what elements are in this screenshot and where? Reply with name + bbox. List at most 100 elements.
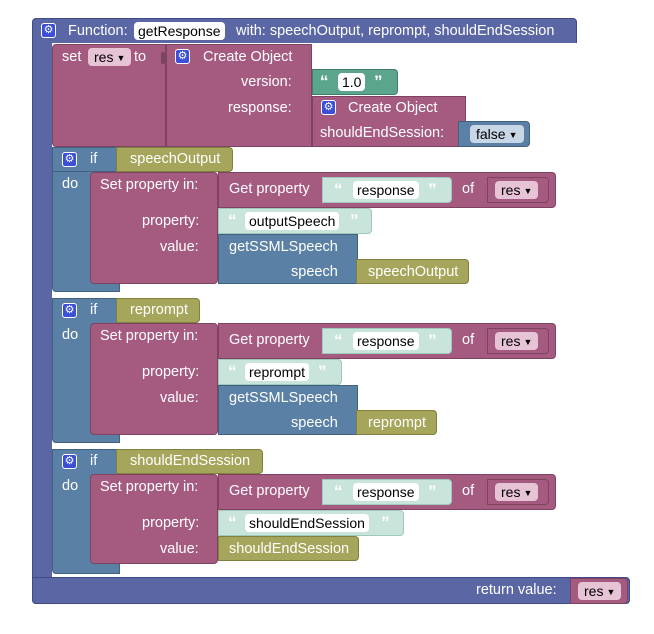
value-label: value: <box>160 390 199 406</box>
value-param-3[interactable] <box>218 536 359 561</box>
set-property-label: Set property in: <box>100 177 199 193</box>
close-quote-icon: ” <box>428 482 437 501</box>
set-variable-dropdown[interactable]: res▼ <box>88 48 132 66</box>
value-label: value: <box>160 541 199 557</box>
gear-icon[interactable]: ⚙ <box>62 303 77 318</box>
response-key-field[interactable]: response <box>353 483 419 501</box>
chevron-down-icon: ▼ <box>116 53 126 63</box>
should-end-session-label: shouldEndSession: <box>320 125 445 141</box>
speech-label: speech <box>291 264 338 280</box>
do-label: do <box>62 327 79 343</box>
close-quote-icon: ” <box>374 72 383 91</box>
if-label: if <box>90 453 98 469</box>
of-variable-dropdown[interactable]: res▼ <box>495 181 539 199</box>
gear-icon[interactable]: ⚙ <box>175 49 190 64</box>
speech-param-1[interactable] <box>356 259 469 284</box>
of-label: of <box>462 181 475 197</box>
socket-notch <box>161 52 165 64</box>
set-property-block-2[interactable] <box>90 323 218 435</box>
close-quote-icon: ” <box>381 513 390 532</box>
close-quote-icon: ” <box>318 362 327 381</box>
if-label: if <box>90 151 98 167</box>
do-label: do <box>62 176 79 192</box>
of-variable-dropdown[interactable]: res▼ <box>495 483 539 501</box>
function-name-field[interactable]: getResponse <box>134 22 225 40</box>
open-quote-icon: “ <box>334 482 343 501</box>
ssml-function-label: getSSMLSpeech <box>229 239 338 255</box>
open-quote-icon: “ <box>228 362 237 381</box>
condition-label-1: speechOutput <box>130 151 221 167</box>
property-label: property: <box>142 515 200 531</box>
set-property-label: Set property in: <box>100 479 199 495</box>
function-footer <box>32 577 630 604</box>
get-property-label: Get property <box>229 332 310 348</box>
of-label: of <box>462 332 475 348</box>
chevron-down-icon: ▼ <box>606 587 616 597</box>
gear-icon[interactable]: ⚙ <box>62 454 77 469</box>
of-variable-value: res <box>501 182 521 198</box>
speech-param-label: reprompt <box>368 415 427 431</box>
ssml-function-label: getSSMLSpeech <box>229 390 338 406</box>
chevron-down-icon: ▼ <box>523 488 533 498</box>
create-object-outer-lower <box>166 120 312 147</box>
version-value-field[interactable]: 1.0 <box>338 73 366 91</box>
chevron-down-icon: ▼ <box>523 337 533 347</box>
set-property-block-1[interactable] <box>90 172 218 284</box>
condition-label-2: reprompt <box>130 302 189 318</box>
speech-label: speech <box>291 415 338 431</box>
condition-param-2[interactable] <box>116 298 200 323</box>
value-label: value: <box>160 239 199 255</box>
property-value-field[interactable]: outputSpeech <box>245 212 340 230</box>
get-property-label: Get property <box>229 483 310 499</box>
create-object-inner-title: Create Object <box>348 100 438 116</box>
of-label: of <box>462 483 475 499</box>
function-params: with: speechOutput, reprompt, shouldEndS… <box>236 23 555 39</box>
property-label: property: <box>142 213 200 229</box>
ssml-function-block-1[interactable] <box>218 234 358 284</box>
set-property-label: Set property in: <box>100 328 199 344</box>
value-param-label: shouldEndSession <box>229 541 350 557</box>
close-quote-icon: ” <box>350 211 359 230</box>
return-variable-value: res <box>584 583 604 599</box>
response-key-field[interactable]: response <box>353 181 419 199</box>
response-key-field[interactable]: response <box>353 332 419 350</box>
of-variable-value: res <box>501 333 521 349</box>
of-variable-dropdown[interactable]: res▼ <box>495 332 539 350</box>
return-variable-dropdown[interactable]: res▼ <box>578 582 622 600</box>
of-variable-value: res <box>501 484 521 500</box>
create-object-title: Create Object <box>203 49 293 65</box>
close-quote-icon: ” <box>428 180 437 199</box>
condition-label-3: shouldEndSession <box>130 453 251 469</box>
open-quote-icon: “ <box>334 180 343 199</box>
speech-param-label: speechOutput <box>368 264 459 280</box>
if-label: if <box>90 302 98 318</box>
open-quote-icon: “ <box>228 513 237 532</box>
open-quote-icon: “ <box>334 331 343 350</box>
speech-param-2[interactable] <box>356 410 437 435</box>
open-quote-icon: “ <box>228 211 237 230</box>
property-value-field[interactable]: shouldEndSession <box>245 514 369 532</box>
property-value-field[interactable]: reprompt <box>245 363 310 381</box>
close-quote-icon: ” <box>428 331 437 350</box>
do-label: do <box>62 478 79 494</box>
set-property-block-3[interactable] <box>90 474 218 564</box>
boolean-value: false <box>476 126 506 142</box>
chevron-down-icon: ▼ <box>508 130 518 140</box>
get-property-label: Get property <box>229 181 310 197</box>
gear-icon[interactable]: ⚙ <box>62 152 77 167</box>
chevron-down-icon: ▼ <box>523 186 533 196</box>
condition-param-1[interactable] <box>116 147 233 172</box>
version-label: version: <box>241 74 292 90</box>
function-label: Function: <box>68 23 128 39</box>
ssml-function-block-2[interactable] <box>218 385 358 435</box>
set-label: set <box>62 49 82 65</box>
condition-param-3[interactable] <box>116 449 263 474</box>
boolean-dropdown[interactable]: false▼ <box>470 125 524 143</box>
create-object-inner[interactable] <box>312 96 466 147</box>
open-quote-icon: “ <box>320 72 329 91</box>
return-label: return value: <box>476 582 557 598</box>
property-label: property: <box>142 364 200 380</box>
gear-icon[interactable]: ⚙ <box>321 100 336 115</box>
gear-icon[interactable]: ⚙ <box>41 23 56 38</box>
to-label: to <box>134 49 147 65</box>
